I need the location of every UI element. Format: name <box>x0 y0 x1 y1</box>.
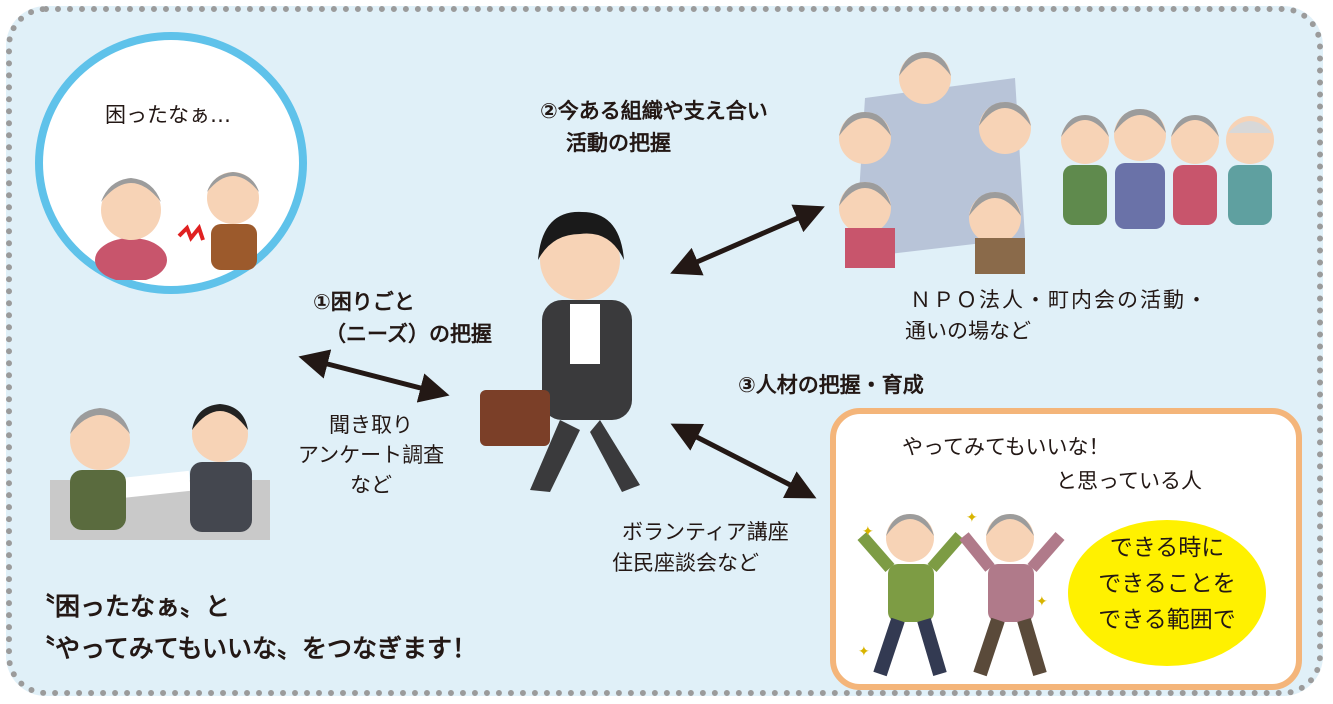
meeting-group-icon <box>839 52 1031 274</box>
can-do-line3: できる範囲で <box>1098 607 1236 633</box>
step2-note-line1: ＮＰＯ法人・町内会の活動・ <box>910 288 1209 312</box>
step3-title: ③人材の把握・育成 <box>738 373 924 397</box>
step1-method-3: など <box>350 473 392 497</box>
slogan-line2: 〝やってみてもいいな〟をつなぎます！ <box>30 634 478 663</box>
willing-line2: と思っている人 <box>1056 469 1202 493</box>
interview-icon <box>50 404 270 540</box>
step3-method-line2: 住民座談会など <box>612 551 759 575</box>
step3-method-line1: ボランティア講座 <box>622 520 789 544</box>
arrow-organizations <box>670 204 825 276</box>
can-do-highlight: できる時に できることを できる範囲で <box>1068 520 1266 666</box>
cheerful-elderly-icon <box>857 514 1065 677</box>
worried-text: 困ったなぁ… <box>105 103 231 127</box>
step1-method-1: 聞き取り <box>329 413 413 437</box>
step2-line2: 活動の把握 <box>566 131 671 155</box>
step1-line1: ①困りごと <box>313 290 415 314</box>
step2-line1: ②今ある組織や支え合い <box>540 99 768 123</box>
can-do-line1: できる時に <box>1109 535 1225 561</box>
step2-note-line2: 通いの場など <box>905 319 1031 343</box>
step1-line2: （ニーズ）の把握 <box>325 322 492 346</box>
arrow-needs <box>298 349 450 403</box>
worried-elderly-icon <box>95 172 259 280</box>
coordinator-woman-icon <box>480 211 640 492</box>
worried-bubble: 困ったなぁ… <box>35 32 307 294</box>
elderly-group-icon <box>1061 109 1274 229</box>
step1-method-2: アンケート調査 <box>297 443 445 467</box>
arrow-human-resources <box>670 423 817 499</box>
slogan-line1: 〝困ったなぁ〟と <box>30 592 231 621</box>
willing-line1: やってみてもいいな！ <box>902 435 1110 459</box>
can-do-line2: できることを <box>1098 571 1236 597</box>
